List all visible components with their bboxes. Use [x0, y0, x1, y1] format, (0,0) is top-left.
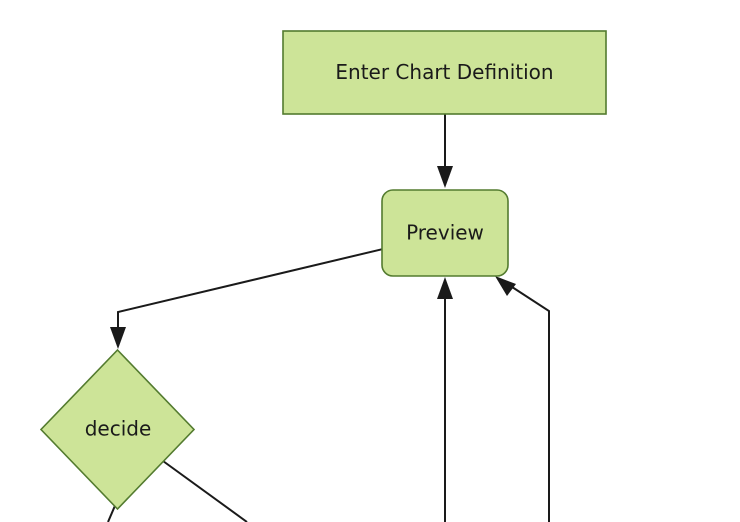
node-label-enter-chart-definition: Enter Chart Definition: [335, 60, 553, 84]
edge-line: [162, 460, 248, 522]
arrow-head-down-icon: [110, 327, 126, 349]
arrow-head-up-icon: [437, 277, 453, 299]
edge-decide-to-right-branch: [162, 460, 248, 522]
arrow-head-upleft-icon: [495, 276, 516, 296]
edge-line: [117, 248, 384, 331]
edge-line: [508, 284, 550, 522]
edge-bottom-right-to-preview: [495, 276, 550, 522]
node-enter-chart-definition[interactable]: Enter Chart Definition: [282, 30, 607, 115]
edge-bottom-center-to-preview: [437, 277, 453, 522]
node-label-preview: Preview: [406, 221, 484, 245]
node-shape-rounded-rectangle: [381, 189, 509, 277]
node-label-decide: decide: [85, 417, 152, 441]
edge-enter-to-preview: [437, 114, 453, 188]
node-preview[interactable]: Preview: [381, 189, 509, 277]
arrow-head-down-icon: [437, 166, 453, 188]
edge-preview-to-decide: [110, 248, 384, 349]
node-decide[interactable]: decide: [39, 348, 196, 511]
node-shape-diamond: [39, 348, 196, 511]
node-shape-rectangle: [282, 30, 607, 115]
